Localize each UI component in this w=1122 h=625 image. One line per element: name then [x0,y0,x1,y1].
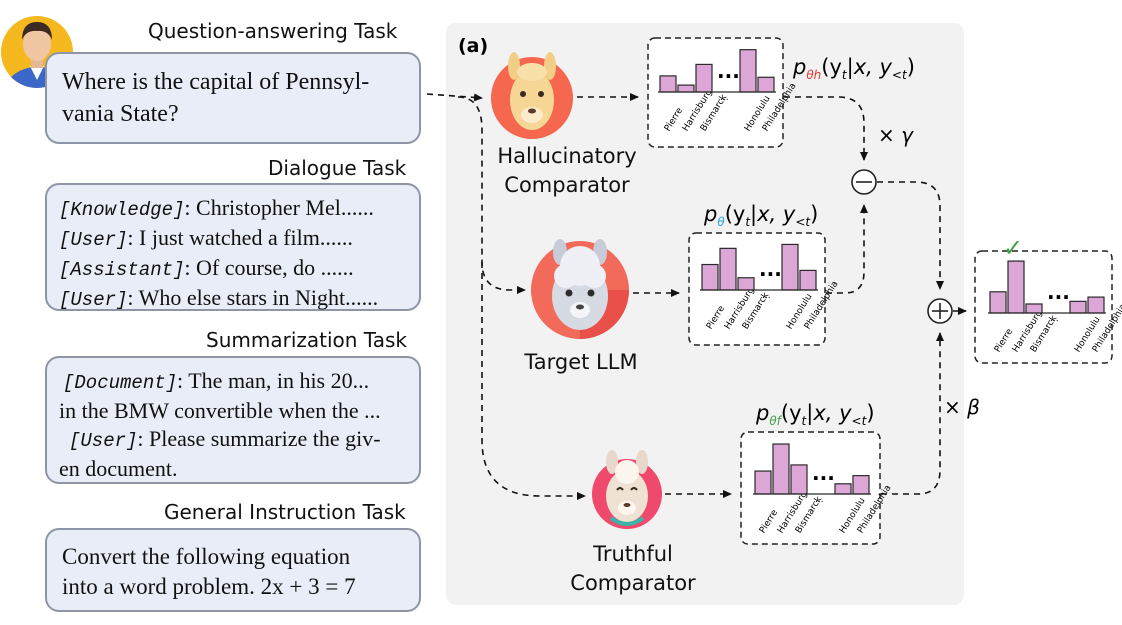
summarization-row: [Document]: The man, in his 20... [59,367,419,397]
bar-honolulu [739,49,757,93]
minus-operator [851,169,877,195]
general-task-title: General Instruction Task [164,500,406,524]
svg-text:pθf(yt|x, y<t): pθf(yt|x, y<t) [755,401,875,428]
bar-harrisburg [719,247,737,291]
bar-philadelphia [757,76,775,93]
check-icon: ✓ [1003,234,1023,262]
truthful-label-line-2: Comparator [570,571,696,595]
bar-philadelphia [1087,296,1105,314]
arrow-target-dist-to-minus [826,204,868,294]
summarization-task-title: Summarization Task [206,328,407,352]
bar-pierre [701,263,719,291]
truthful-formula: pθf(yt|x, y<t) [755,401,875,428]
target-label-line-1: Target LLM [524,350,638,374]
hallucinatory-comparator-label: Hallucinatory Comparator [492,142,642,200]
bar-honolulu [781,243,799,291]
arrow-truthful-dist-to-plus [881,332,944,495]
summarization-row-tag: [User] [69,430,138,452]
dialogue-row: [User]: Who else stars in Night...... [59,284,419,314]
truthful-label-line-1: Truthful [593,542,673,566]
bar-harrisburg [772,443,790,495]
truthful-comparator-label: Truthful Comparator [558,540,708,598]
dialogue-row-text: : Christopher Mel...... [184,195,374,220]
general-line: into a word problem. 2x + 3 = 7 [62,574,356,599]
qa-line: vania State? [62,101,179,127]
bar-pierre [754,470,772,495]
dialogue-row-text: : Of course, do ...... [184,255,354,280]
general-task-box: Convert the following equation into a wo… [45,528,421,612]
bar-ellipsis: ... [812,461,835,485]
truthful-llama-icon [592,450,662,529]
bar-bismarck [790,464,808,495]
dialogue-row-tag: [User] [59,289,128,311]
dialogue-row-text: : Who else stars in Night...... [127,285,379,310]
bar-ellipsis: ... [759,257,782,281]
bar-ellipsis: ... [1047,280,1070,304]
target-llama-icon [531,239,629,339]
dialogue-row-text: : I just watched a film...... [127,225,353,250]
arrow-input-to-hallucinatory [426,93,483,102]
bar-bismarck [737,277,755,291]
bar-bismarck [695,63,713,93]
bar-harrisburg [677,84,695,93]
plus-operator [927,298,953,324]
arrow-input-to-truthful [481,262,586,500]
hallucinatory-llama-icon [491,52,573,139]
summarization-row: [User]: Please summarize the giv- [59,425,419,455]
bar-pierre [659,75,677,93]
tick-label: ... [762,291,771,301]
flow-arrows [426,93,967,500]
dialogue-row: [Knowledge]: Christopher Mel...... [59,194,419,224]
summarization-row-text: en document. [59,456,178,481]
bar-harrisburg [1007,260,1025,314]
summarization-row-text: : Please summarize the giv- [137,426,381,451]
tick-label: ... [1050,314,1059,324]
bar-philadelphia [852,475,870,495]
dialogue-row: [User]: I just watched a film...... [59,224,419,254]
bar-honolulu [1069,300,1087,314]
hallucinatory-label-line-1: Hallucinatory [497,144,637,168]
bar-pierre [989,291,1007,314]
qa-line: Where is the capital of Pennsyl- [62,69,370,95]
target-llm-label: Target LLM [506,348,656,377]
tick-label: ... [720,93,729,103]
summarization-row-text: in the BMW convertible when the ... [59,398,381,423]
bar-bismarck [1025,303,1043,314]
summarization-row-tag: [Document] [63,372,178,394]
summarization-row: en document. [59,455,419,483]
svg-text:pθ(yt|x, y<t): pθ(yt|x, y<t) [703,202,818,229]
dialogue-row-tag: [User] [59,229,128,251]
hallucinatory-formula: pθh(yt|x, y<t) [792,55,915,82]
panel-tag: (a) [458,35,488,57]
qa-task-title: Question-answering Task [148,19,398,43]
arrow-minus-to-plus [877,181,944,290]
summarization-task-box: [Document]: The man, in his 20... in the… [45,356,421,484]
tick-label: ... [815,495,824,505]
dialogue-task-box: [Knowledge]: Christopher Mel...... [User… [45,183,421,311]
gamma-label: × γ [878,123,914,147]
bar-philadelphia [799,269,817,291]
bar-honolulu [834,483,852,495]
target-formula: pθ(yt|x, y<t) [703,202,818,229]
bar-ellipsis: ... [717,59,740,83]
dialogue-row: [Assistant]: Of course, do ...... [59,254,419,284]
beta-label: × β [944,395,980,419]
dialogue-task-title: Dialogue Task [268,156,407,180]
summarization-row: in the BMW convertible when the ... [59,397,419,425]
hallucinatory-label-line-2: Comparator [504,173,630,197]
summarization-row-text: : The man, in his 20... [177,368,370,393]
qa-task-box: Where is the capital of Pennsyl- vania S… [45,52,421,144]
svg-text:pθh(yt|x, y<t): pθh(yt|x, y<t) [792,55,915,82]
general-line: Convert the following equation [62,544,351,569]
dialogue-row-tag: [Assistant] [59,259,185,281]
dialogue-row-tag: [Knowledge] [59,199,185,221]
